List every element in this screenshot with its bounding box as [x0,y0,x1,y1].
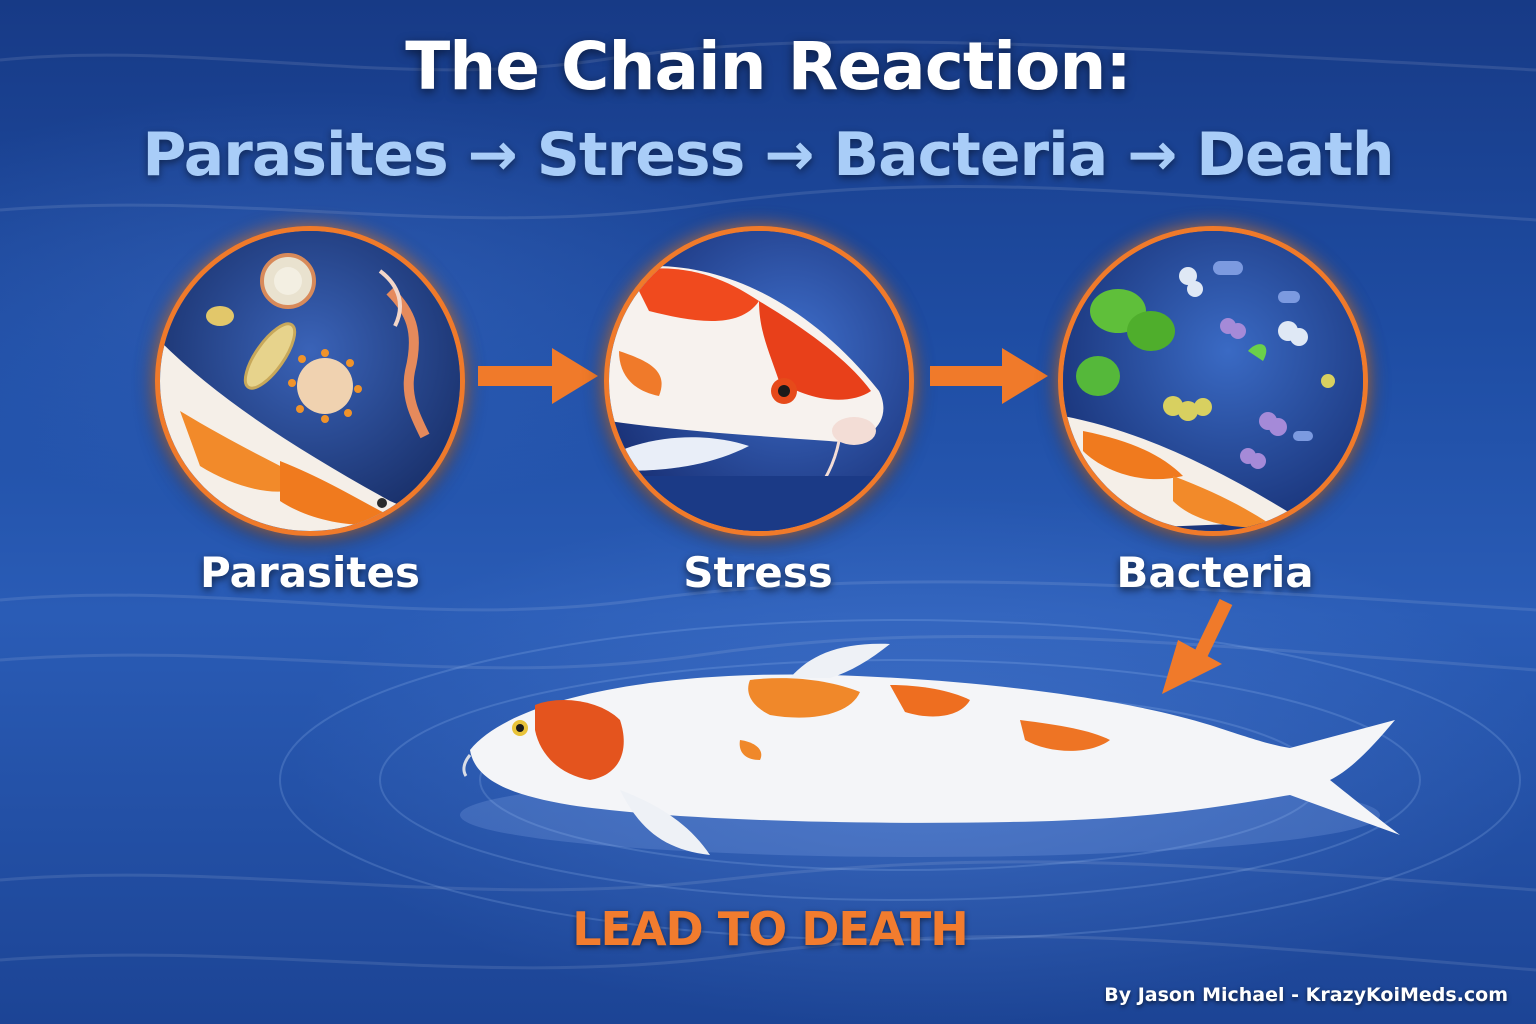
right-arrow-icon [930,348,1048,404]
bacteria-circle [1058,226,1368,536]
stage-label-bacteria: Bacteria [1116,548,1314,597]
right-arrow-icon [478,348,598,404]
stress-circle [604,226,914,536]
page-title: The Chain Reaction: [405,28,1131,105]
outcome-label: LEAD TO DEATH [572,902,969,956]
down-left-arrow-icon [1162,598,1233,694]
stage-label-stress: Stress [683,548,833,597]
dying-koi-illustration [460,643,1400,857]
parasites-circle [155,226,465,536]
stage-label-parasites: Parasites [199,548,420,597]
author-credit: By Jason Michael - KrazyKoiMeds.com [1104,984,1508,1006]
bacteria-illustration [1063,231,1363,531]
parasites-illustration [160,231,460,531]
stressed-koi-illustration [609,231,909,531]
page-subtitle: Parasites → Stress → Bacteria → Death [142,120,1394,190]
